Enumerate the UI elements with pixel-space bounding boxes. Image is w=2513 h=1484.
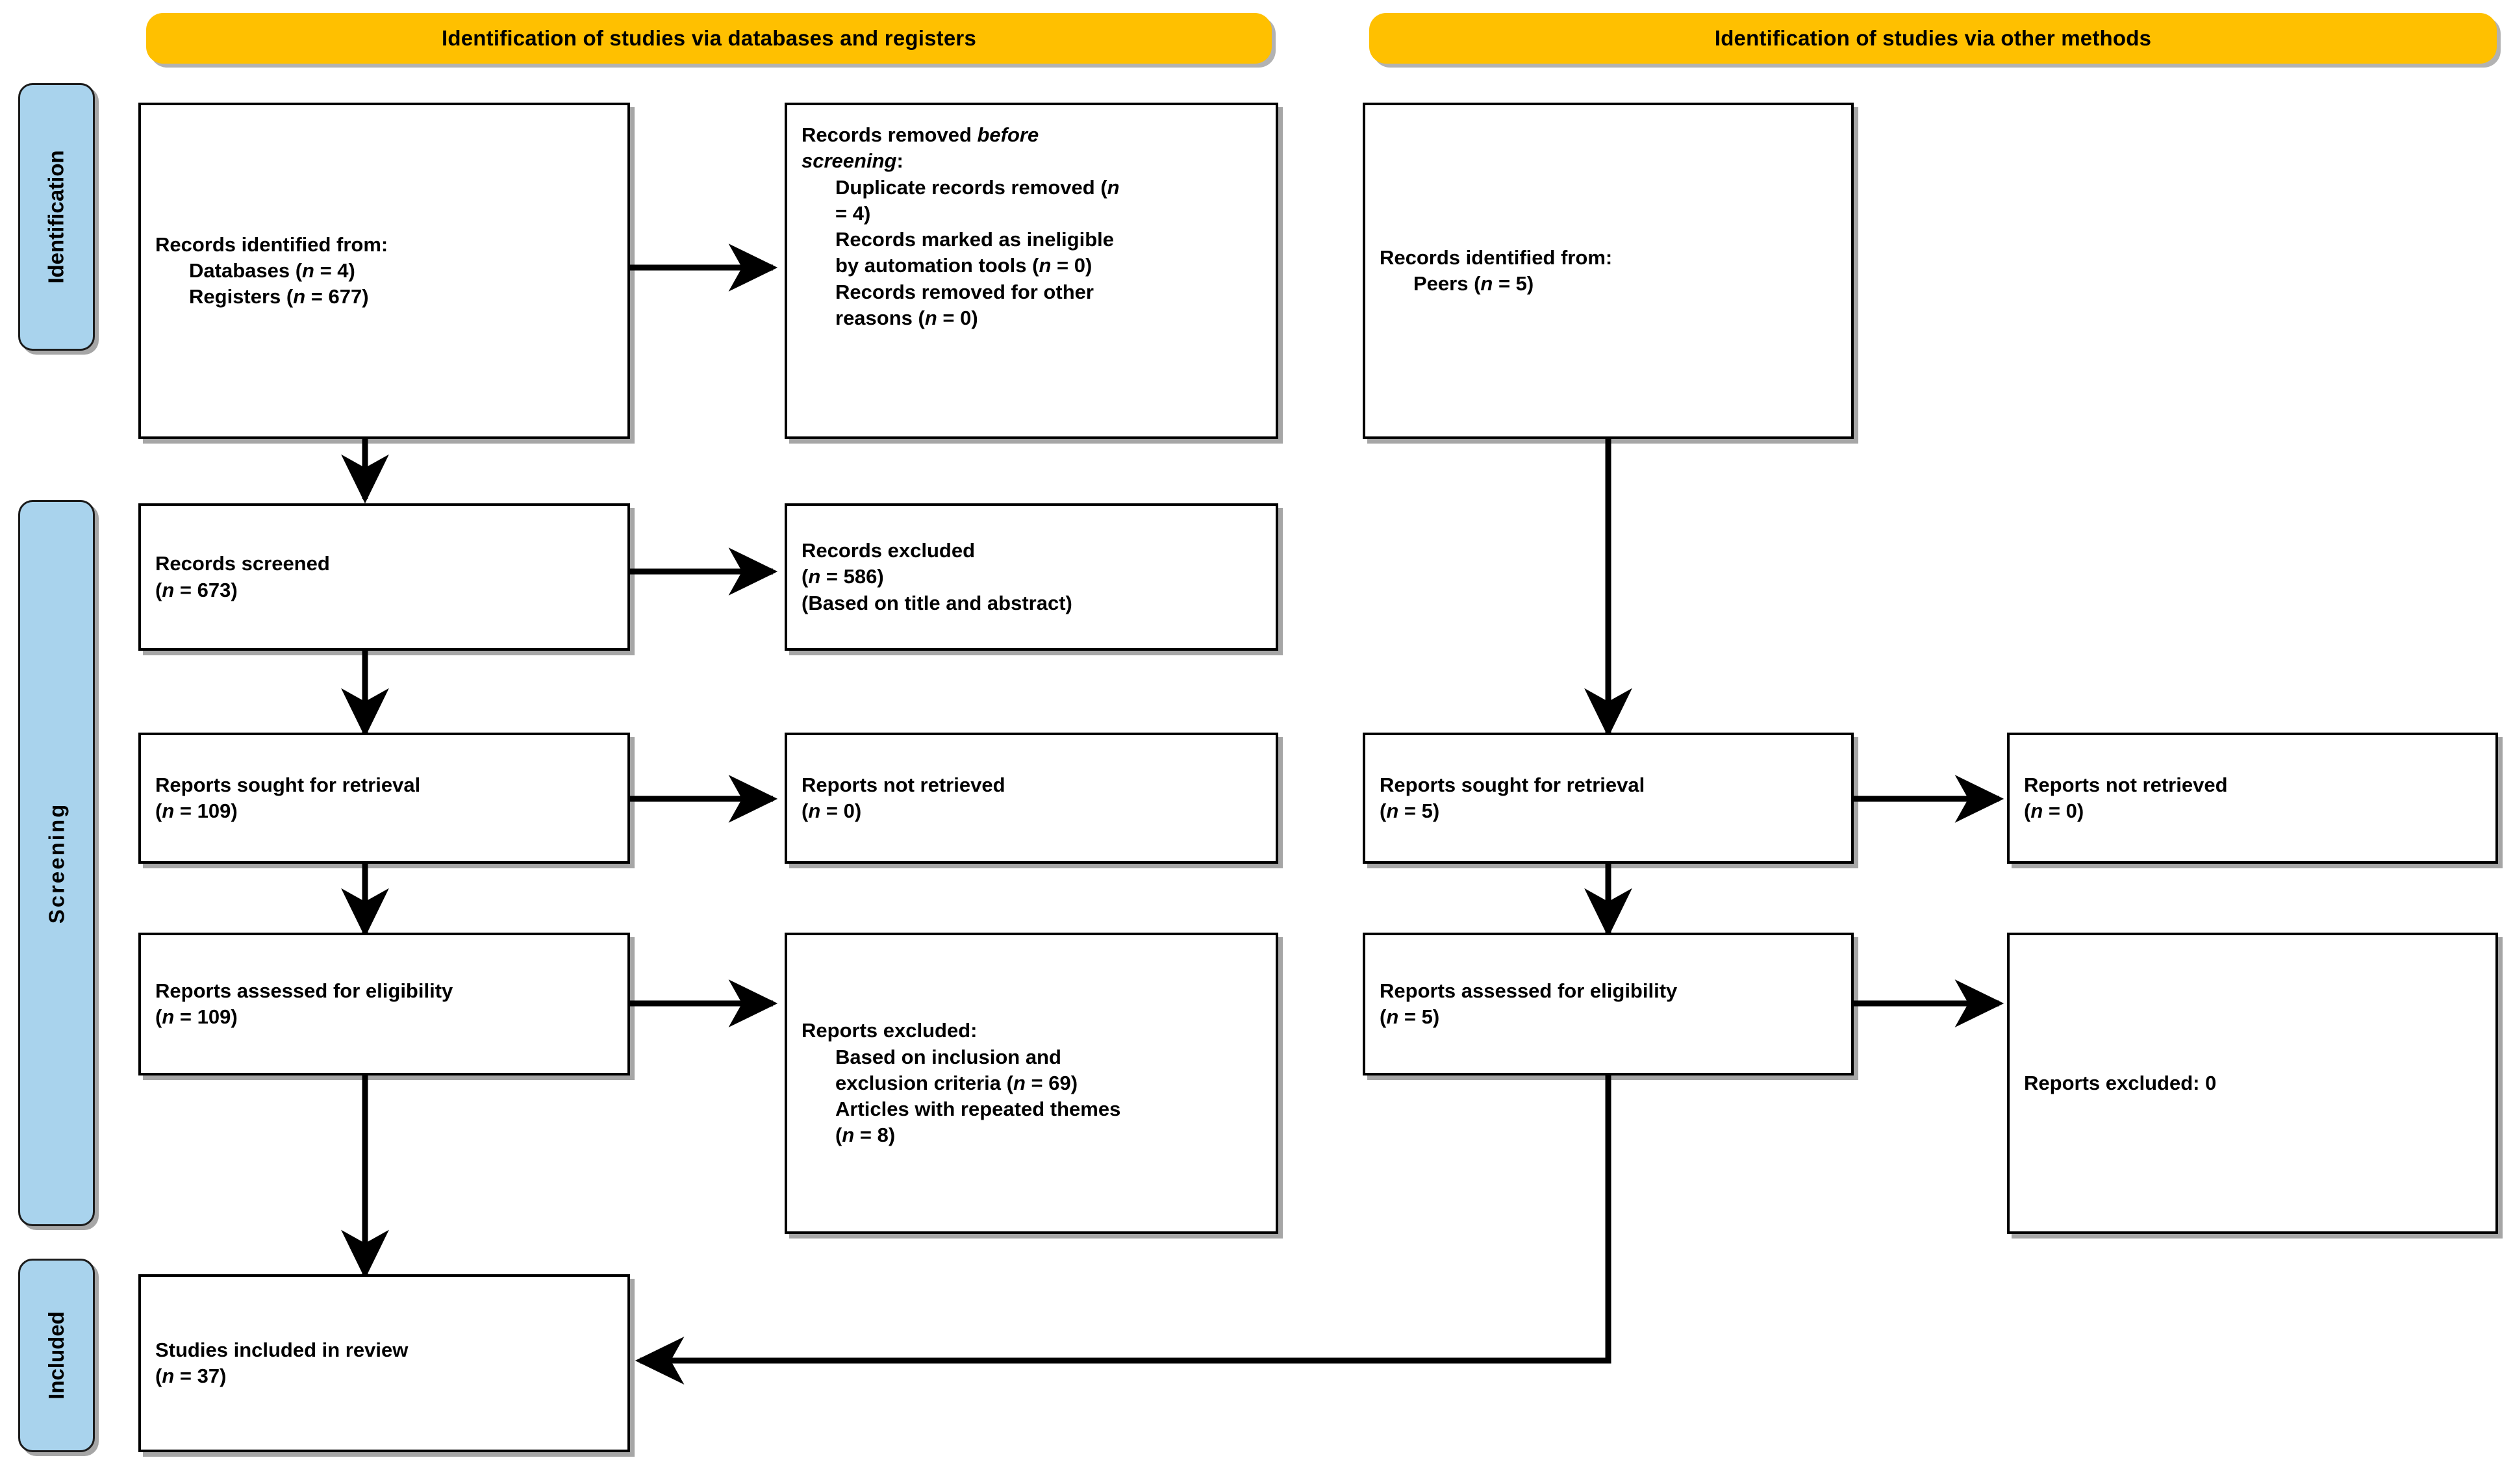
box-records-excluded: Records excluded (n = 586) (Based on tit… xyxy=(785,503,1278,651)
reports-not-retrieved-right-count: (n = 0) xyxy=(2024,799,2084,822)
studies-included-label: Studies included in review xyxy=(155,1338,409,1361)
removed-duplicates: Duplicate records removed (n = 4) xyxy=(835,175,1120,225)
stage-label-identification: Identification xyxy=(44,150,68,284)
box-reports-sought-right: Reports sought for retrieval (n = 5) xyxy=(1363,733,1854,864)
box-studies-included: Studies included in review (n = 37) xyxy=(138,1274,630,1452)
studies-included-count: (n = 37) xyxy=(155,1365,227,1387)
stage-label-screening: Screening xyxy=(44,802,68,924)
reports-assessed-left-label: Reports assessed for eligibility xyxy=(155,979,453,1002)
box-reports-excluded-left: Reports excluded: Based on inclusion and… xyxy=(785,933,1278,1234)
stage-label-included: Included xyxy=(44,1311,68,1400)
reports-excluded-right-label: Reports excluded: 0 xyxy=(2024,1071,2217,1094)
reports-not-retrieved-left-label: Reports not retrieved xyxy=(802,773,1005,796)
records-excluded-basis: (Based on title and abstract) xyxy=(802,591,1072,614)
box-reports-assessed-left: Reports assessed for eligibility (n = 10… xyxy=(138,933,630,1075)
reports-not-retrieved-left-count: (n = 0) xyxy=(802,799,862,822)
stage-pill-included: Included xyxy=(18,1259,95,1452)
reports-assessed-left-count: (n = 109) xyxy=(155,1005,238,1028)
box-reports-not-retrieved-left: Reports not retrieved (n = 0) xyxy=(785,733,1278,864)
reports-sought-left-label: Reports sought for retrieval xyxy=(155,773,421,796)
reports-sought-right-count: (n = 5) xyxy=(1380,799,1440,822)
peers-identified-count: Peers (n = 5) xyxy=(1413,272,1534,295)
stage-pill-screening: Screening xyxy=(18,500,95,1226)
records-screened-count: (n = 673) xyxy=(155,578,238,601)
banner-other-methods: Identification of studies via other meth… xyxy=(1369,13,2497,64)
records-excluded-label: Records excluded xyxy=(802,539,976,562)
records-identified-databases: Databases (n = 4) xyxy=(189,258,355,282)
reports-assessed-right-count: (n = 5) xyxy=(1380,1005,1440,1028)
banner-databases-registers: Identification of studies via databases … xyxy=(146,13,1272,64)
box-records-identified-peers: Records identified from: Peers (n = 5) xyxy=(1363,103,1854,439)
reports-assessed-right-label: Reports assessed for eligibility xyxy=(1380,979,1678,1002)
box-records-screened: Records screened (n = 673) xyxy=(138,503,630,651)
reports-excluded-repeated-themes: Articles with repeated themes(n = 8) xyxy=(835,1098,1121,1147)
reports-sought-left-count: (n = 109) xyxy=(155,799,238,822)
peers-identified-line1: Records identified from: xyxy=(1380,245,1613,269)
records-identified-line1: Records identified from: xyxy=(155,233,388,256)
reports-sought-right-label: Reports sought for retrieval xyxy=(1380,773,1645,796)
box-reports-sought-left: Reports sought for retrieval (n = 109) xyxy=(138,733,630,864)
reports-excluded-left-heading: Reports excluded: xyxy=(802,1019,978,1042)
records-identified-registers: Registers (n = 677) xyxy=(189,285,369,308)
records-excluded-count: (n = 586) xyxy=(802,565,884,588)
banner-right-label: Identification of studies via other meth… xyxy=(1714,26,2152,50)
stage-pill-identification: Identification xyxy=(18,83,95,351)
box-records-identified-databases: Records identified from: Databases (n = … xyxy=(138,103,630,439)
reports-not-retrieved-right-label: Reports not retrieved xyxy=(2024,773,2228,796)
records-screened-label: Records screened xyxy=(155,552,330,575)
box-reports-excluded-right: Reports excluded: 0 xyxy=(2007,933,2498,1234)
box-reports-assessed-right: Reports assessed for eligibility (n = 5) xyxy=(1363,933,1854,1075)
banner-left-label: Identification of studies via databases … xyxy=(442,26,976,50)
box-reports-not-retrieved-right: Reports not retrieved (n = 0) xyxy=(2007,733,2498,864)
